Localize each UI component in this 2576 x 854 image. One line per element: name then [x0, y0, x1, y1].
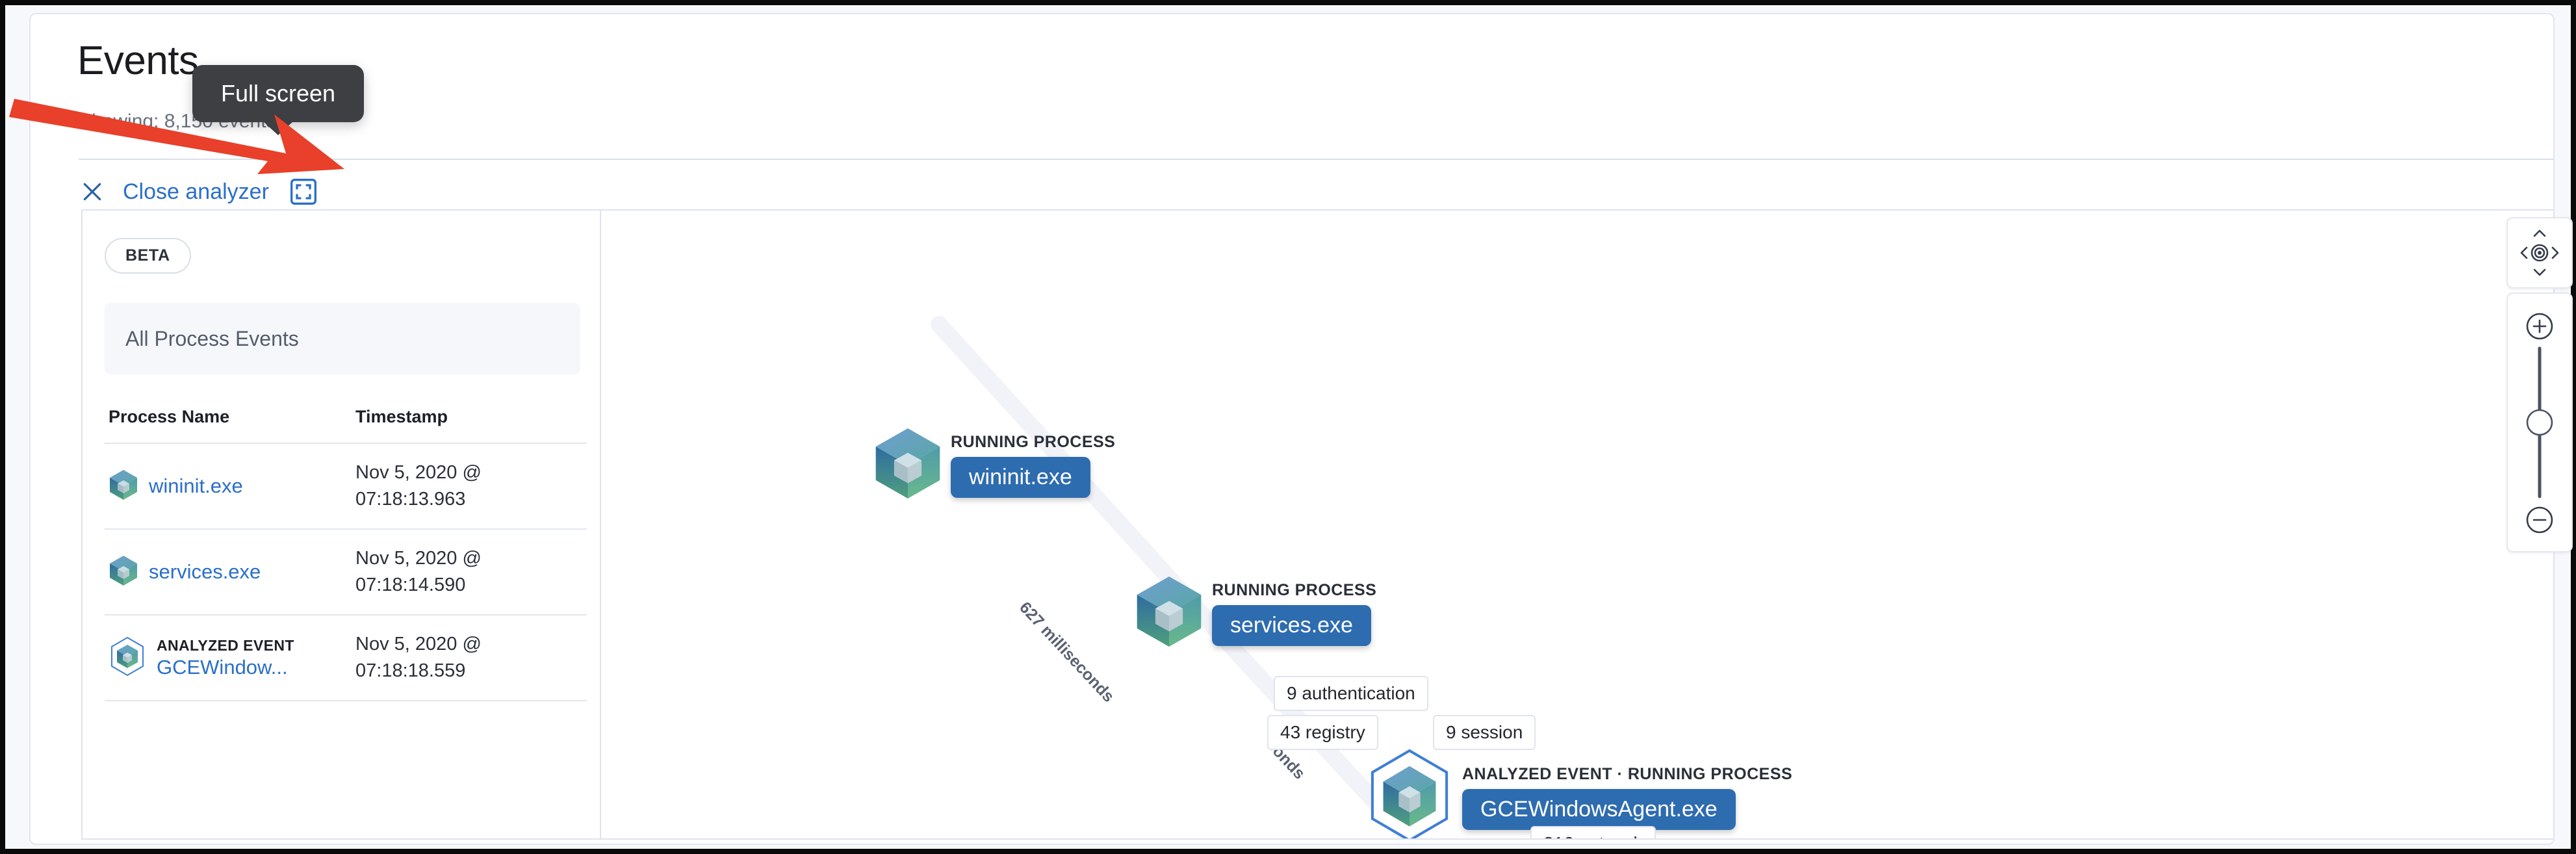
- timestamp-time: 07:18:14.590: [355, 575, 466, 595]
- graph-node-meta: RUNNING PROCESS wininit.exe: [951, 433, 1115, 498]
- event-count-badge-network[interactable]: 316 network: [1530, 826, 1656, 838]
- timestamp-date: Nov 5, 2020 @: [355, 633, 482, 654]
- close-x-icon[interactable]: [79, 178, 106, 205]
- table-row[interactable]: ANALYZED EVENT GCEWindow... Nov 5, 2020 …: [105, 615, 587, 701]
- node-process-pill[interactable]: wininit.exe: [951, 456, 1090, 498]
- node-process-pill[interactable]: services.exe: [1212, 604, 1371, 646]
- close-analyzer-link[interactable]: Close analyzer: [123, 179, 269, 204]
- beta-badge: BETA: [105, 238, 191, 274]
- chevron-left-icon: [2520, 246, 2528, 259]
- graph-node-gcewindowsagent[interactable]: ANALYZED EVENT · RUNNING PROCESS GCEWind…: [1365, 747, 1792, 838]
- cell-timestamp: Nov 5, 2020 @ 07:18:18.559: [355, 631, 482, 684]
- graph-zoom-control[interactable]: [2506, 292, 2573, 552]
- event-count-badge-registry[interactable]: 43 registry: [1267, 715, 1378, 750]
- cell-timestamp: Nov 5, 2020 @ 07:18:13.963: [355, 459, 482, 513]
- analyzer-toolbar: Close analyzer: [79, 164, 321, 220]
- cell-timestamp: Nov 5, 2020 @ 07:18:14.590: [355, 545, 482, 599]
- zoom-slider-handle: [2526, 409, 2553, 436]
- analyzed-event-cube-icon: [1365, 747, 1454, 838]
- graph-edges: [931, 316, 1421, 838]
- cell-process-name: services.exe: [105, 554, 355, 590]
- process-events-table: Process Name Timestamp: [105, 407, 587, 701]
- node-process-pill[interactable]: GCEWindowsAgent.exe: [1462, 788, 1736, 830]
- timestamp-date: Nov 5, 2020 @: [355, 547, 482, 569]
- table-row[interactable]: services.exe Nov 5, 2020 @ 07:18:14.590: [105, 530, 587, 615]
- process-cube-icon: [109, 469, 138, 504]
- fullscreen-expand-icon[interactable]: [286, 174, 321, 209]
- event-type-selector-label: All Process Events: [125, 326, 299, 350]
- analyzed-event-cube-icon: [109, 636, 146, 680]
- chevron-right-icon: [2551, 246, 2559, 259]
- process-tree-graph[interactable]: 627 milliseconds conds RUNNING PROC: [601, 209, 2555, 840]
- analyzed-event-tag: ANALYZED EVENT: [157, 636, 294, 654]
- page-title: Events: [77, 38, 199, 83]
- event-count-badge-authentication[interactable]: 9 authentication: [1274, 676, 1428, 711]
- column-header-timestamp: Timestamp: [355, 407, 448, 426]
- node-kicker-label: ANALYZED EVENT · RUNNING PROCESS: [1462, 764, 1793, 783]
- recenter-target-icon: [2538, 251, 2542, 255]
- header-divider: [79, 159, 2555, 160]
- graph-node-meta: RUNNING PROCESS services.exe: [1212, 581, 1376, 646]
- tooltip-tail: [263, 121, 294, 135]
- event-count-badge-session[interactable]: 9 session: [1433, 715, 1536, 750]
- table-header-row: Process Name Timestamp: [105, 407, 587, 444]
- tooltip-text: Full screen: [221, 80, 336, 107]
- process-cube-icon: [109, 554, 138, 590]
- column-header-process-name: Process Name: [109, 407, 230, 426]
- node-kicker-label: RUNNING PROCESS: [951, 432, 1116, 451]
- process-events-sidebar: BETA All Process Events Process Name Tim…: [81, 209, 601, 840]
- table-row[interactable]: wininit.exe Nov 5, 2020 @ 07:18:13.963: [105, 444, 587, 530]
- graph-node-meta: ANALYZED EVENT · RUNNING PROCESS GCEWind…: [1462, 765, 1792, 830]
- zoom-in-plus-icon: [2526, 313, 2553, 340]
- process-name-link[interactable]: services.exe: [149, 560, 261, 583]
- event-type-selector[interactable]: All Process Events: [105, 303, 580, 374]
- cell-process-name: wininit.exe: [105, 469, 355, 504]
- zoom-out-minus-icon: [2526, 506, 2553, 534]
- timestamp-time: 07:18:18.559: [355, 660, 466, 681]
- zoom-control-icons: [2526, 313, 2553, 534]
- fullscreen-tooltip: Full screen: [192, 65, 365, 135]
- pan-control-icons: [2520, 229, 2559, 276]
- timestamp-time: 07:18:13.963: [355, 489, 466, 510]
- events-page-card: Events Showing: 8,150 events Close analy…: [29, 13, 2573, 845]
- graph-node-services[interactable]: RUNNING PROCESS services.exe: [1134, 573, 1376, 653]
- node-kicker-label: RUNNING PROCESS: [1212, 580, 1377, 599]
- process-cube-icon: [873, 425, 943, 505]
- process-name-link[interactable]: GCEWindow...: [157, 655, 288, 679]
- chevron-up-icon: [2533, 229, 2546, 237]
- timestamp-date: Nov 5, 2020 @: [355, 461, 482, 483]
- analyzed-event-cell: ANALYZED EVENT GCEWindow...: [157, 637, 294, 679]
- graph-pan-control[interactable]: [2506, 217, 2573, 289]
- graph-node-wininit[interactable]: RUNNING PROCESS wininit.exe: [873, 425, 1115, 505]
- cell-process-name: ANALYZED EVENT GCEWindow...: [105, 636, 355, 680]
- process-cube-icon: [1134, 573, 1204, 653]
- process-name-link[interactable]: wininit.exe: [149, 474, 243, 497]
- chevron-down-icon: [2533, 268, 2546, 276]
